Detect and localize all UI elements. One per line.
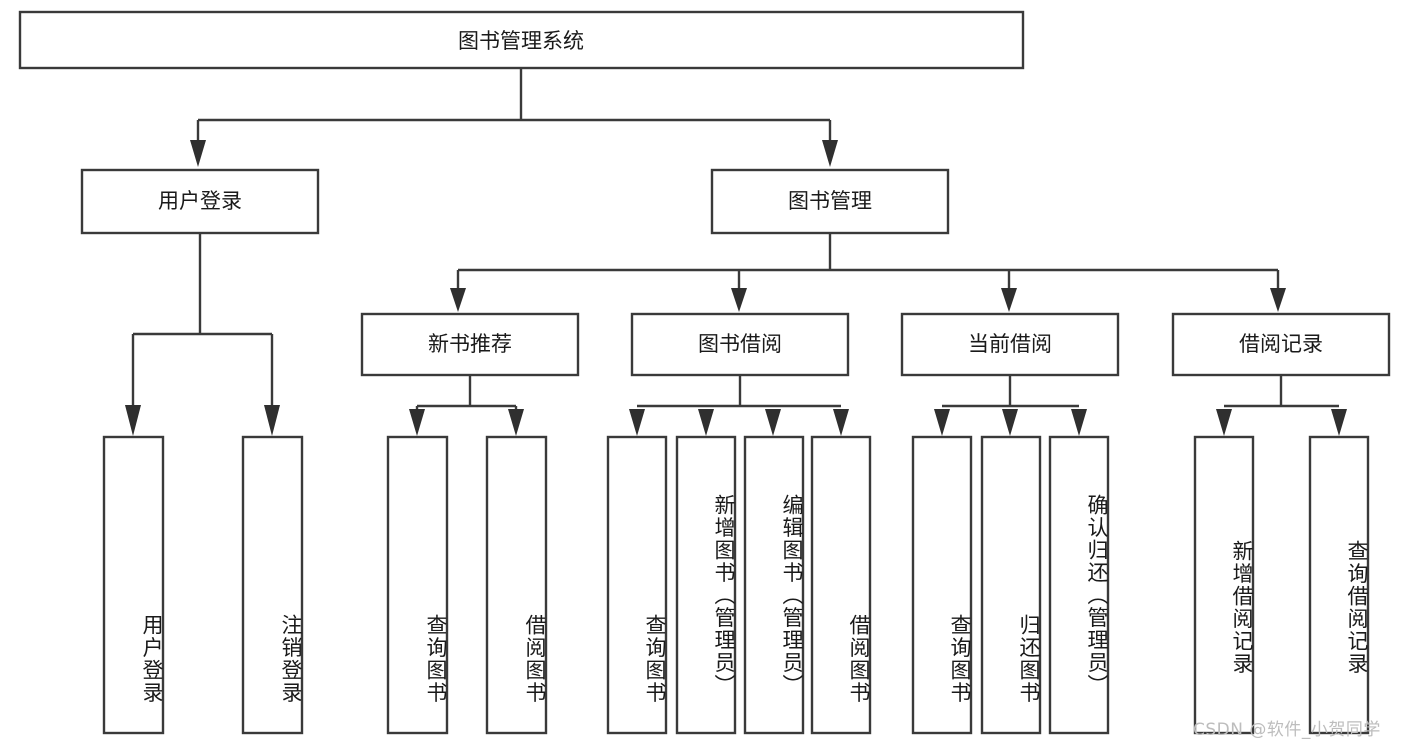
arrow-head-records-1 <box>1331 409 1347 436</box>
node-new-book-recommend-label: 新书推荐 <box>428 332 512 356</box>
leaf-box-current-borrow-2[interactable] <box>1048 435 1110 735</box>
arrow-head-borrow-3 <box>833 409 849 436</box>
node-root[interactable]: 图书管理系统 <box>18 10 1025 70</box>
node-current-borrow-box[interactable] <box>900 312 1120 377</box>
arrow-head-borrow-2 <box>765 409 781 436</box>
node-current-borrow[interactable]: 当前借阅 <box>900 312 1120 377</box>
arrow-head-current-2 <box>1071 409 1087 436</box>
arrow-head-level2-1 <box>822 140 838 167</box>
node-book-borrow[interactable]: 图书借阅 <box>630 312 850 377</box>
leaf-box-current-borrow-0[interactable] <box>911 435 973 735</box>
arrow-head-userlogin-1 <box>264 405 280 436</box>
connector-root-to-level2 <box>190 68 838 167</box>
leaf-box-new-book-0[interactable] <box>386 435 449 735</box>
node-user-login-label: 用户登录 <box>158 189 242 213</box>
connector-newbook-to-leaves <box>409 375 524 436</box>
arrow-head-newbook-1 <box>508 409 524 436</box>
leaf-box-book-borrow-0[interactable] <box>606 435 668 735</box>
leaf-box-user-login-0[interactable] <box>102 435 165 735</box>
node-new-book-recommend[interactable]: 新书推荐 <box>360 312 580 377</box>
node-borrow-records[interactable]: 借阅记录 <box>1171 312 1391 377</box>
arrow-head-level3-0 <box>450 288 466 312</box>
node-borrow-records-box[interactable] <box>1171 312 1391 377</box>
leaf-box-book-borrow-2[interactable] <box>743 435 805 735</box>
node-borrow-records-label: 借阅记录 <box>1239 332 1323 356</box>
arrow-head-level3-2 <box>1001 288 1017 312</box>
node-current-borrow-label: 当前借阅 <box>968 332 1052 356</box>
node-book-borrow-box[interactable] <box>630 312 850 377</box>
node-book-management[interactable]: 图书管理 <box>710 168 950 235</box>
node-book-management-label: 图书管理 <box>788 189 872 213</box>
connector-borrow-to-leaves <box>629 375 849 436</box>
arrow-head-current-0 <box>934 409 950 436</box>
connector-current-to-leaves <box>934 375 1087 436</box>
node-book-management-box[interactable] <box>710 168 950 235</box>
connector-level2-to-level3 <box>450 233 1286 312</box>
arrow-head-borrow-0 <box>629 409 645 436</box>
arrow-head-level3-1 <box>731 288 747 312</box>
node-user-login[interactable]: 用户登录 <box>80 168 320 235</box>
csdn-watermark: CSDN @软件_小贺同学 <box>1193 720 1381 740</box>
node-root-box[interactable] <box>18 10 1025 70</box>
arrow-head-current-1 <box>1002 409 1018 436</box>
leaf-box-current-borrow-1[interactable] <box>980 435 1042 735</box>
node-user-login-box[interactable] <box>80 168 320 235</box>
node-new-book-recommend-box[interactable] <box>360 312 580 377</box>
connector-records-to-leaves <box>1216 375 1347 436</box>
leaf-box-user-login-1[interactable] <box>241 435 304 735</box>
arrow-head-userlogin-0 <box>125 405 141 436</box>
arrow-head-records-0 <box>1216 409 1232 436</box>
leaf-box-new-book-1[interactable] <box>485 435 548 735</box>
arrow-head-level2-0 <box>190 140 206 167</box>
arrow-head-borrow-1 <box>698 409 714 436</box>
node-book-borrow-label: 图书借阅 <box>698 332 782 356</box>
arrow-head-level3-3 <box>1270 288 1286 312</box>
arrow-head-newbook-0 <box>409 409 425 436</box>
connector-userlogin-to-leaves <box>125 233 280 436</box>
leaf-box-book-borrow-1[interactable] <box>675 435 737 735</box>
node-root-label: 图书管理系统 <box>458 29 584 53</box>
leaf-box-borrow-records-0[interactable] <box>1193 435 1255 735</box>
leaf-box-book-borrow-3[interactable] <box>810 435 872 735</box>
leaf-box-borrow-records-1[interactable] <box>1308 435 1370 735</box>
